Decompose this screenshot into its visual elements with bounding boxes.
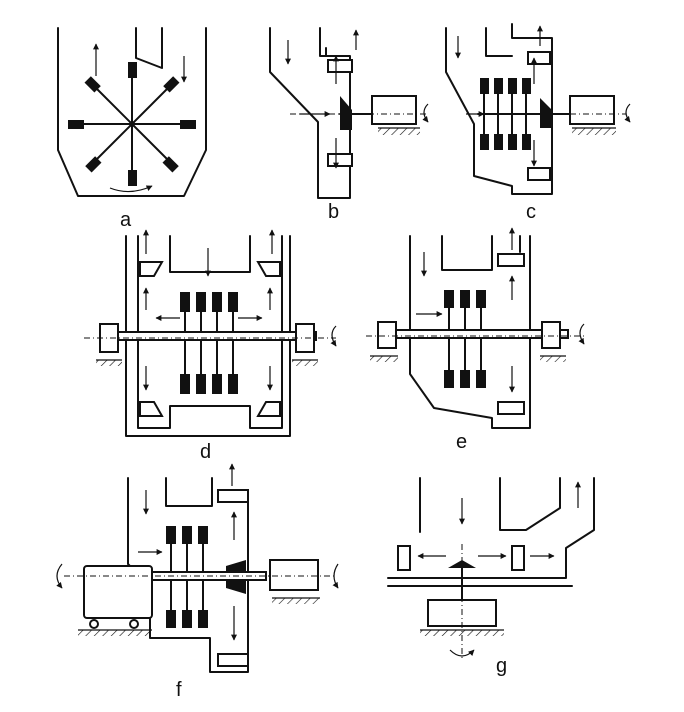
upper-blade (327, 59, 353, 73)
housing-outline (269, 27, 351, 199)
radial-rotor (68, 62, 196, 186)
panel-d: d (84, 229, 337, 463)
upper-blade (217, 489, 249, 503)
panel-label: c (526, 201, 536, 223)
lower-blade (217, 653, 249, 667)
panel-a: a (57, 27, 207, 231)
panel-b: b (269, 27, 429, 223)
right-blade (511, 545, 525, 571)
panel-label: d (200, 441, 211, 463)
hammer-set (180, 292, 238, 394)
rotation-arrow-right (332, 563, 339, 589)
rotation-arrow (624, 103, 631, 123)
motor-housing (371, 95, 417, 125)
left-motor (83, 565, 153, 619)
rotation-arrow (330, 325, 337, 347)
shaft (379, 329, 569, 339)
panel-label: a (120, 209, 132, 231)
housing-outline (57, 27, 207, 197)
lower-blade (327, 153, 353, 167)
rotation-arrow-left (56, 563, 63, 589)
left-blade (397, 545, 411, 571)
panel-label: f (176, 679, 182, 701)
panel-e: e (366, 227, 586, 453)
upper-blade (527, 51, 551, 65)
left-bearing (377, 321, 397, 349)
right-bearing (541, 321, 561, 349)
motor-housing (569, 95, 615, 125)
panel-label: g (496, 655, 507, 677)
housing-outline (445, 23, 553, 195)
rotation-arrow (422, 103, 429, 123)
lower-blade (497, 401, 525, 415)
panel-g: g (387, 477, 595, 677)
lower-right-blade (256, 401, 281, 417)
upper-blade (497, 253, 525, 267)
rotation-arrow (449, 649, 475, 657)
lower-left-blade (139, 401, 164, 417)
rotor-disc (448, 560, 476, 568)
shaft (99, 331, 317, 341)
hammer-set (166, 526, 208, 628)
panel-label: e (456, 431, 467, 453)
rotation-arrow (578, 323, 585, 345)
panel-label: b (328, 201, 339, 223)
panel-f: f (56, 463, 339, 701)
housing-outline (387, 477, 595, 579)
upper-right-blade (256, 261, 281, 277)
right-motor (269, 559, 319, 591)
upper-left-blade (139, 261, 164, 277)
panel-c: c (445, 23, 631, 223)
inlet-chute (135, 27, 163, 69)
rotation-arrow (109, 185, 153, 193)
housing-outline (409, 235, 531, 429)
lower-blade (527, 167, 551, 181)
